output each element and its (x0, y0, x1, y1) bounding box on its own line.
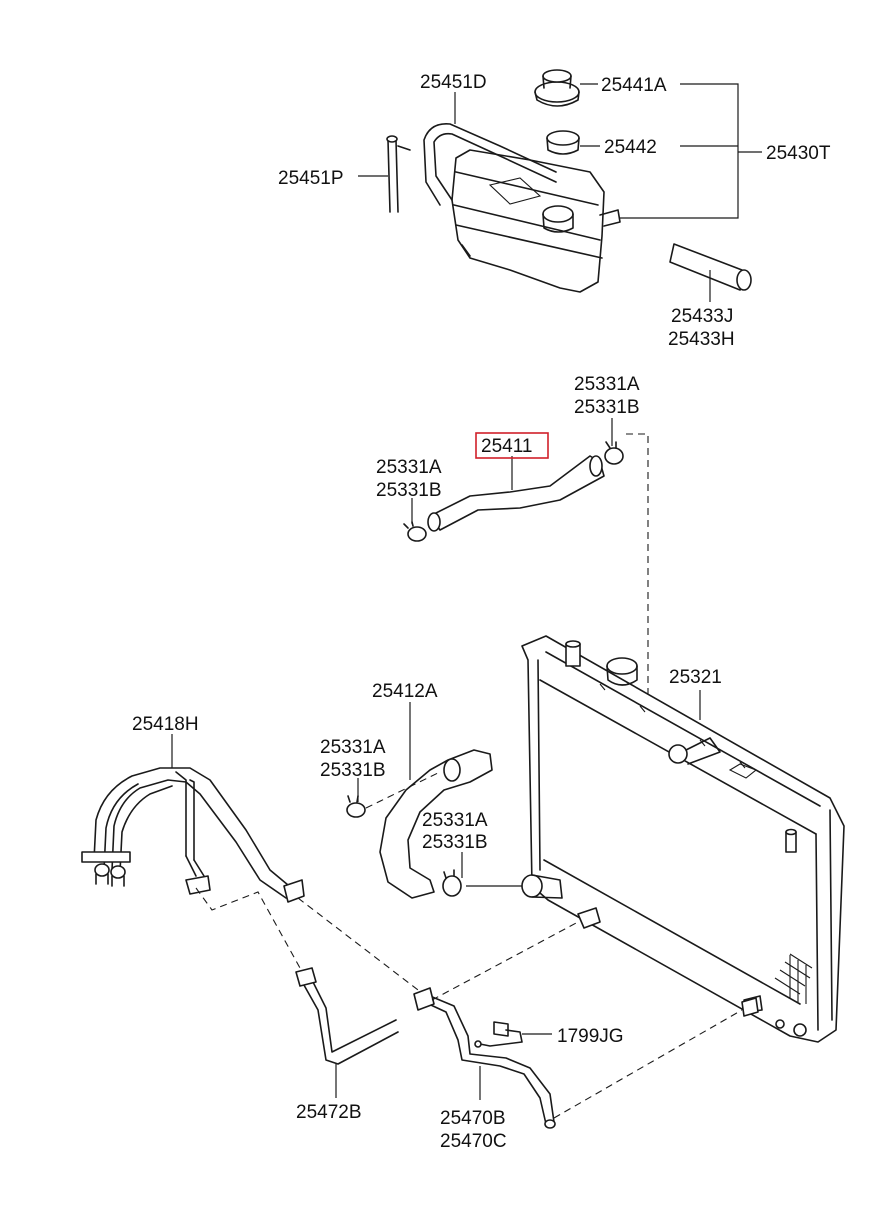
guide-right-hose (297, 897, 419, 991)
label-25451P[interactable]: 25451P (278, 168, 344, 189)
radiator-mount-post[interactable] (785, 828, 797, 853)
cooler-fitting-upper[interactable] (577, 907, 601, 929)
reservoir-tank[interactable] (451, 149, 621, 293)
label-25331B-2[interactable]: 25331B (376, 480, 442, 501)
cooler-fitting-lower[interactable] (741, 997, 759, 1017)
label-25430T[interactable]: 25430T (766, 143, 831, 164)
label-25470C[interactable]: 25470C (440, 1131, 507, 1152)
label-25412A[interactable]: 25412A (372, 681, 438, 702)
oil-cooler-hose-assembly[interactable] (81, 767, 305, 903)
oil-cooler-pipe-25470B[interactable] (413, 987, 556, 1129)
label-25331A-2[interactable]: 25331A (376, 457, 442, 478)
lower-radiator-hose[interactable] (379, 749, 493, 899)
radiator-cap[interactable] (606, 657, 638, 686)
highlight-box-25411 (475, 432, 549, 459)
label-25472B[interactable]: 25472B (296, 1102, 362, 1123)
label-25441A[interactable]: 25441A (601, 75, 667, 96)
hose-clamp-upper-right[interactable] (604, 441, 624, 465)
leader-25331-4 (461, 852, 522, 887)
label-1799JG[interactable]: 1799JG (557, 1026, 624, 1047)
reservoir-hose-25433[interactable] (669, 243, 752, 291)
label-25331B-3[interactable]: 25331B (320, 760, 386, 781)
hose-clamp-upper-left[interactable] (403, 521, 427, 542)
guide-left-hose (195, 887, 301, 969)
label-25470B[interactable]: 25470B (440, 1108, 506, 1129)
label-25411[interactable]: 25411 (481, 436, 532, 457)
hose-clamp-lower-upper[interactable] (346, 795, 366, 818)
label-25321[interactable]: 25321 (669, 667, 722, 688)
overflow-hose[interactable] (423, 123, 557, 206)
oil-cooler-pipe-25472B[interactable] (295, 967, 399, 1065)
upper-radiator-hose[interactable] (427, 455, 605, 532)
guide-cooler-upper (431, 921, 579, 1001)
radiator-filler-neck[interactable] (565, 640, 581, 667)
leader-25430T (620, 83, 762, 219)
label-25331B-1[interactable]: 25331B (574, 397, 640, 418)
radiator-lower-inlet[interactable] (521, 874, 563, 899)
label-25442[interactable]: 25442 (604, 137, 657, 158)
sensor-1799JG[interactable] (474, 1021, 523, 1048)
label-25331B-4[interactable]: 25331B (422, 832, 488, 853)
label-25331A-1[interactable]: 25331A (574, 374, 640, 395)
label-25433J[interactable]: 25433J (671, 306, 733, 327)
breather-hose[interactable] (386, 135, 411, 213)
hose-clamp-lower-radiator[interactable] (442, 869, 462, 897)
guide-lower-hose (365, 771, 441, 809)
label-25433H[interactable]: 25433H (668, 329, 735, 350)
guide-cooler-lower (553, 1009, 743, 1119)
label-25451D[interactable]: 25451D (420, 72, 487, 93)
cap-seal-ring[interactable] (546, 130, 580, 155)
radiator-upper-inlet[interactable] (668, 737, 721, 765)
label-25331A-3[interactable]: 25331A (320, 737, 386, 758)
filler-cap[interactable] (534, 69, 580, 107)
label-25331A-4[interactable]: 25331A (422, 810, 488, 831)
radiator[interactable] (521, 635, 845, 1043)
label-25418H[interactable]: 25418H (132, 714, 199, 735)
